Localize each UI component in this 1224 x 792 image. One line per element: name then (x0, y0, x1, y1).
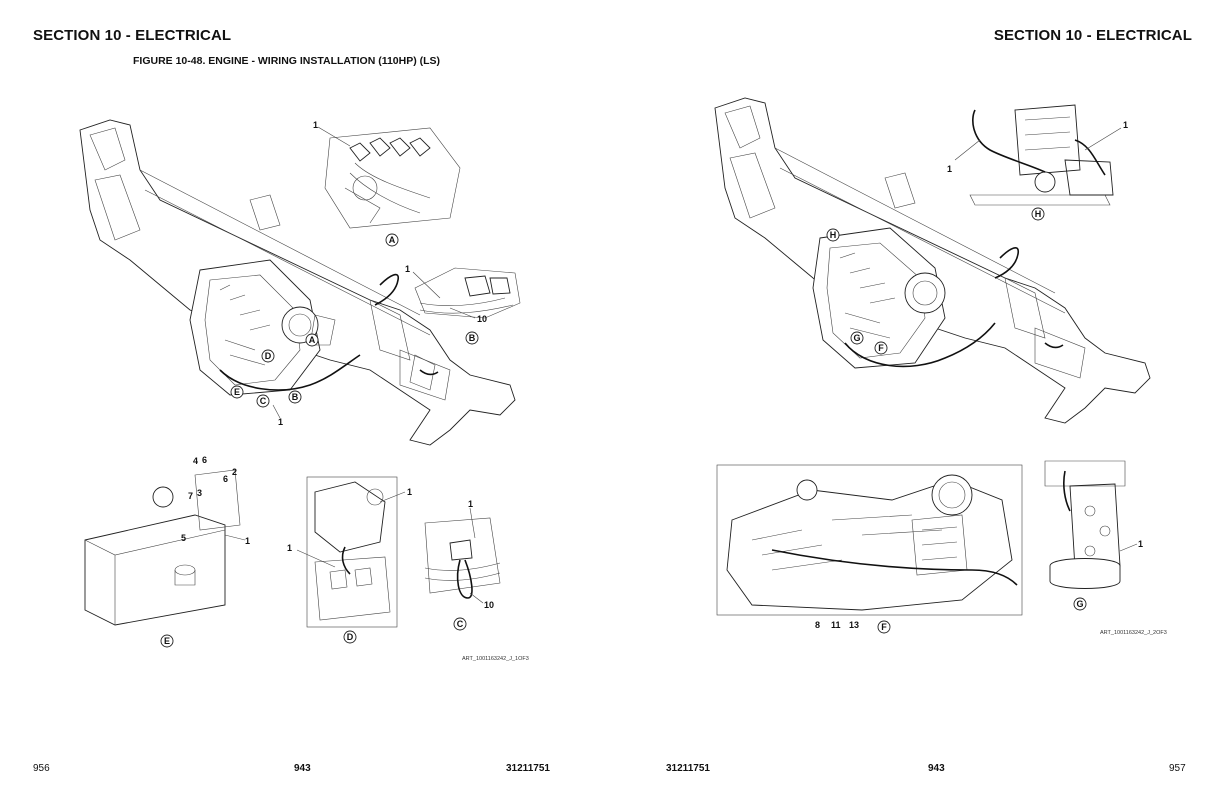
svg-text:B: B (469, 333, 476, 343)
detail-h-illustration: 1 1 H (947, 104, 1128, 221)
right-main-callout-h: H (826, 228, 840, 242)
section-title-right: SECTION 10 - ELECTRICAL (993, 27, 1192, 44)
svg-text:A: A (309, 335, 316, 345)
detail-e-callout-6b: 6 (223, 474, 228, 484)
right-center-number: 943 (928, 763, 945, 774)
detail-h-callout-1b: 1 (1123, 120, 1128, 130)
detail-e-callout-3: 3 (197, 488, 202, 498)
left-center-number: 943 (294, 763, 311, 774)
detail-c-callout-1: 1 (468, 499, 473, 509)
svg-text:A: A (389, 235, 396, 245)
detail-e-label: E (160, 634, 174, 648)
detail-e-illustration: 4 6 2 7 3 6 5 1 E (84, 455, 250, 648)
svg-text:D: D (347, 632, 354, 642)
svg-text:H: H (830, 230, 837, 240)
right-doc-number: 31211751 (666, 763, 710, 774)
detail-d-label: D (343, 630, 357, 644)
main-callout-a: A (305, 333, 319, 347)
detail-f-callout-11: 11 (831, 620, 841, 630)
detail-a-callout-1: 1 (313, 120, 318, 130)
detail-e-callout-6a: 6 (202, 455, 207, 465)
detail-a-label: A (385, 233, 399, 247)
main-callout-1: 1 (278, 417, 283, 427)
detail-g-label: G (1073, 597, 1087, 611)
right-main-callout-f: F (874, 341, 888, 355)
main-callout-d: D (261, 349, 275, 363)
detail-f-illustration: 8 11 13 F (716, 464, 1023, 634)
detail-e-callout-7: 7 (188, 491, 193, 501)
detail-b-label: B (465, 331, 479, 345)
detail-g-illustration: 1 G (1044, 460, 1143, 611)
detail-h-label: H (1031, 207, 1045, 221)
detail-e-callout-4: 4 (193, 456, 198, 466)
svg-text:F: F (881, 622, 887, 632)
detail-g-callout-1: 1 (1138, 539, 1143, 549)
detail-e-callout-2: 2 (232, 467, 237, 477)
detail-b-callout-10: 10 (477, 314, 487, 324)
svg-text:E: E (164, 636, 170, 646)
detail-d-callout-1b: 1 (287, 543, 292, 553)
left-art-code: ART_1001163242_J_1OF3 (462, 656, 529, 662)
svg-text:B: B (292, 392, 299, 402)
detail-b-callout-1: 1 (405, 264, 410, 274)
detail-f-label: F (877, 620, 891, 634)
main-callout-e: E (230, 385, 244, 399)
figure-title: FIGURE 10-48. ENGINE - WIRING INSTALLATI… (133, 55, 441, 67)
left-main-chassis-illustration: A B C D E 1 (79, 119, 516, 446)
svg-text:D: D (265, 351, 272, 361)
detail-c-illustration: 1 10 C (424, 499, 501, 631)
detail-e-callout-1: 1 (245, 536, 250, 546)
svg-text:C: C (457, 619, 464, 629)
detail-f-callout-8: 8 (815, 620, 820, 630)
right-main-callout-g: G (850, 331, 864, 345)
left-doc-number: 31211751 (506, 763, 550, 774)
detail-d-callout-1a: 1 (407, 487, 412, 497)
detail-d-illustration: 1 1 D (287, 476, 412, 644)
svg-text:G: G (1076, 599, 1083, 609)
detail-a-illustration: 1 A (313, 120, 461, 247)
right-main-chassis-illustration: H G F (714, 97, 1151, 424)
detail-b-illustration: 1 10 B (405, 264, 521, 345)
detail-h-callout-1a: 1 (947, 164, 952, 174)
main-callout-c: C (256, 394, 270, 408)
svg-text:H: H (1035, 209, 1042, 219)
detail-f-callout-13: 13 (849, 620, 859, 630)
svg-text:E: E (234, 387, 240, 397)
detail-c-label: C (453, 617, 467, 631)
detail-e-callout-5: 5 (181, 533, 186, 543)
detail-c-callout-10: 10 (484, 600, 494, 610)
section-title-left: SECTION 10 - ELECTRICAL (33, 27, 232, 44)
right-page-number: 957 (1169, 763, 1186, 774)
main-callout-b: B (288, 390, 302, 404)
left-page-number: 956 (33, 763, 50, 774)
svg-text:C: C (260, 396, 267, 406)
svg-text:F: F (878, 343, 884, 353)
svg-text:G: G (853, 333, 860, 343)
right-art-code: ART_1001163242_J_2OF3 (1100, 630, 1167, 636)
